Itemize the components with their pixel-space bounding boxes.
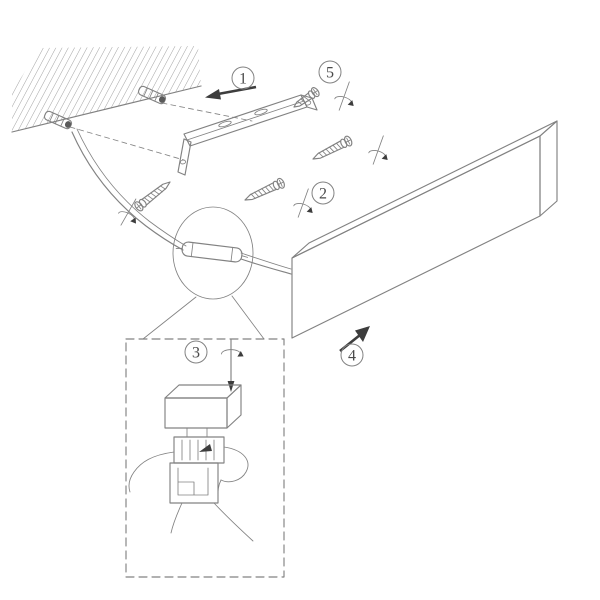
mounting-bracket <box>177 94 318 176</box>
step-marker-4: 4 <box>340 343 364 367</box>
wall-edge-line <box>11 85 202 133</box>
wall-anchor-left <box>43 110 73 130</box>
wall-anchor-right <box>137 85 167 105</box>
rotation-arrow-step5-icon <box>331 78 360 114</box>
terminal-block <box>173 436 225 464</box>
step-1-label: 1 <box>239 71 247 88</box>
bracket-slot-left <box>218 120 232 128</box>
terminal-pointer-icon <box>199 444 212 452</box>
screw-step2 <box>242 176 287 206</box>
screw-middle <box>310 134 354 165</box>
rotation-arrow-middle-icon <box>365 132 394 168</box>
connector-detail <box>128 339 254 542</box>
detail-circle <box>172 206 254 300</box>
step-2-label: 2 <box>319 186 327 203</box>
step-marker-3: 3 <box>184 340 208 364</box>
terminal-cover <box>164 384 242 429</box>
step-4-label: 4 <box>348 348 356 365</box>
power-cable <box>71 128 292 275</box>
wall-hatching <box>12 46 201 132</box>
lamp-top-face <box>291 120 558 259</box>
lamp-side-face <box>539 120 558 217</box>
lamp-front-face <box>291 135 541 339</box>
bracket-tab-left <box>177 138 192 176</box>
alignment-dashed-lines <box>69 102 253 161</box>
step-5-label: 5 <box>326 65 334 82</box>
lamp-body <box>291 120 558 339</box>
detail-box <box>125 338 285 578</box>
bracket-slot-right <box>254 108 268 116</box>
mounting-clip <box>169 462 219 504</box>
step-3-label: 3 <box>192 345 200 362</box>
step-marker-2: 2 <box>311 181 335 205</box>
wall-section <box>11 46 202 133</box>
callout-lines <box>142 295 265 340</box>
rotation-arrow-step3-icon <box>221 339 244 392</box>
rotation-arrow-step2-icon <box>290 185 319 221</box>
cable-connector <box>175 241 249 263</box>
step-marker-1: 1 <box>231 66 255 90</box>
screw-left <box>132 177 174 213</box>
step-marker-5: 5 <box>318 60 342 84</box>
detail-wires <box>128 446 254 542</box>
direction-arrow-step1-icon <box>205 85 257 100</box>
